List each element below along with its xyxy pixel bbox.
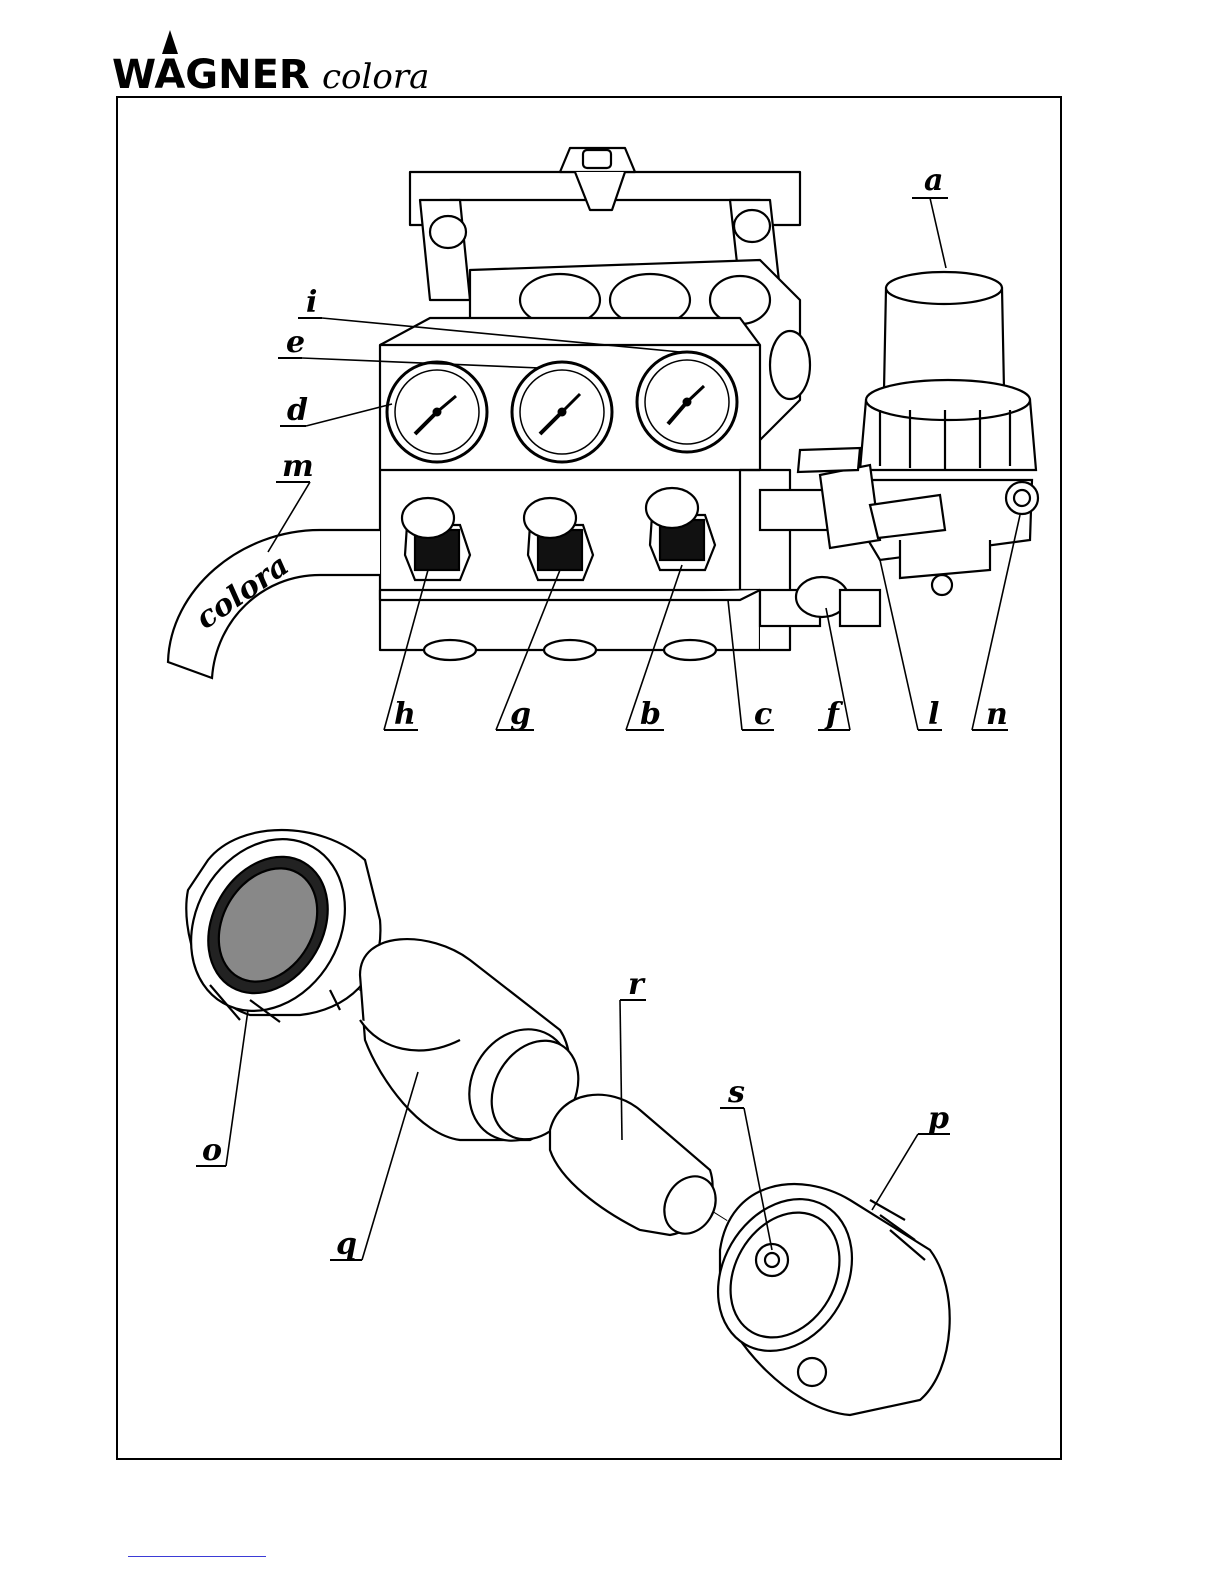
callout-l: l — [928, 697, 939, 732]
hose-m: colora — [168, 530, 380, 678]
callout-h: h — [394, 697, 416, 732]
callout-d: d — [287, 393, 308, 428]
filter-base-p — [691, 1175, 949, 1415]
callout-o: o — [202, 1133, 222, 1168]
callout-p: p — [928, 1101, 949, 1136]
callout-s: s — [727, 1075, 745, 1110]
filter-cartridge-r — [550, 1095, 726, 1243]
callout-g: g — [510, 697, 531, 732]
callout-r: r — [628, 967, 646, 1002]
callout-c: c — [754, 697, 772, 732]
pressure-gauges — [387, 352, 737, 462]
callout-n: n — [986, 697, 1008, 732]
gauge-2 — [512, 362, 612, 462]
callout-a: a — [924, 163, 943, 198]
gauge-3 — [637, 352, 737, 452]
callout-q: q — [336, 1227, 357, 1262]
gauge-1 — [387, 362, 487, 462]
union-nut-o — [161, 811, 381, 1039]
callout-e: e — [286, 325, 305, 360]
callout-m: m — [282, 449, 314, 484]
callout-b: b — [640, 697, 661, 732]
footer-rule — [128, 1556, 266, 1557]
callout-f: i — [306, 285, 317, 320]
callout-i: f — [824, 697, 844, 732]
